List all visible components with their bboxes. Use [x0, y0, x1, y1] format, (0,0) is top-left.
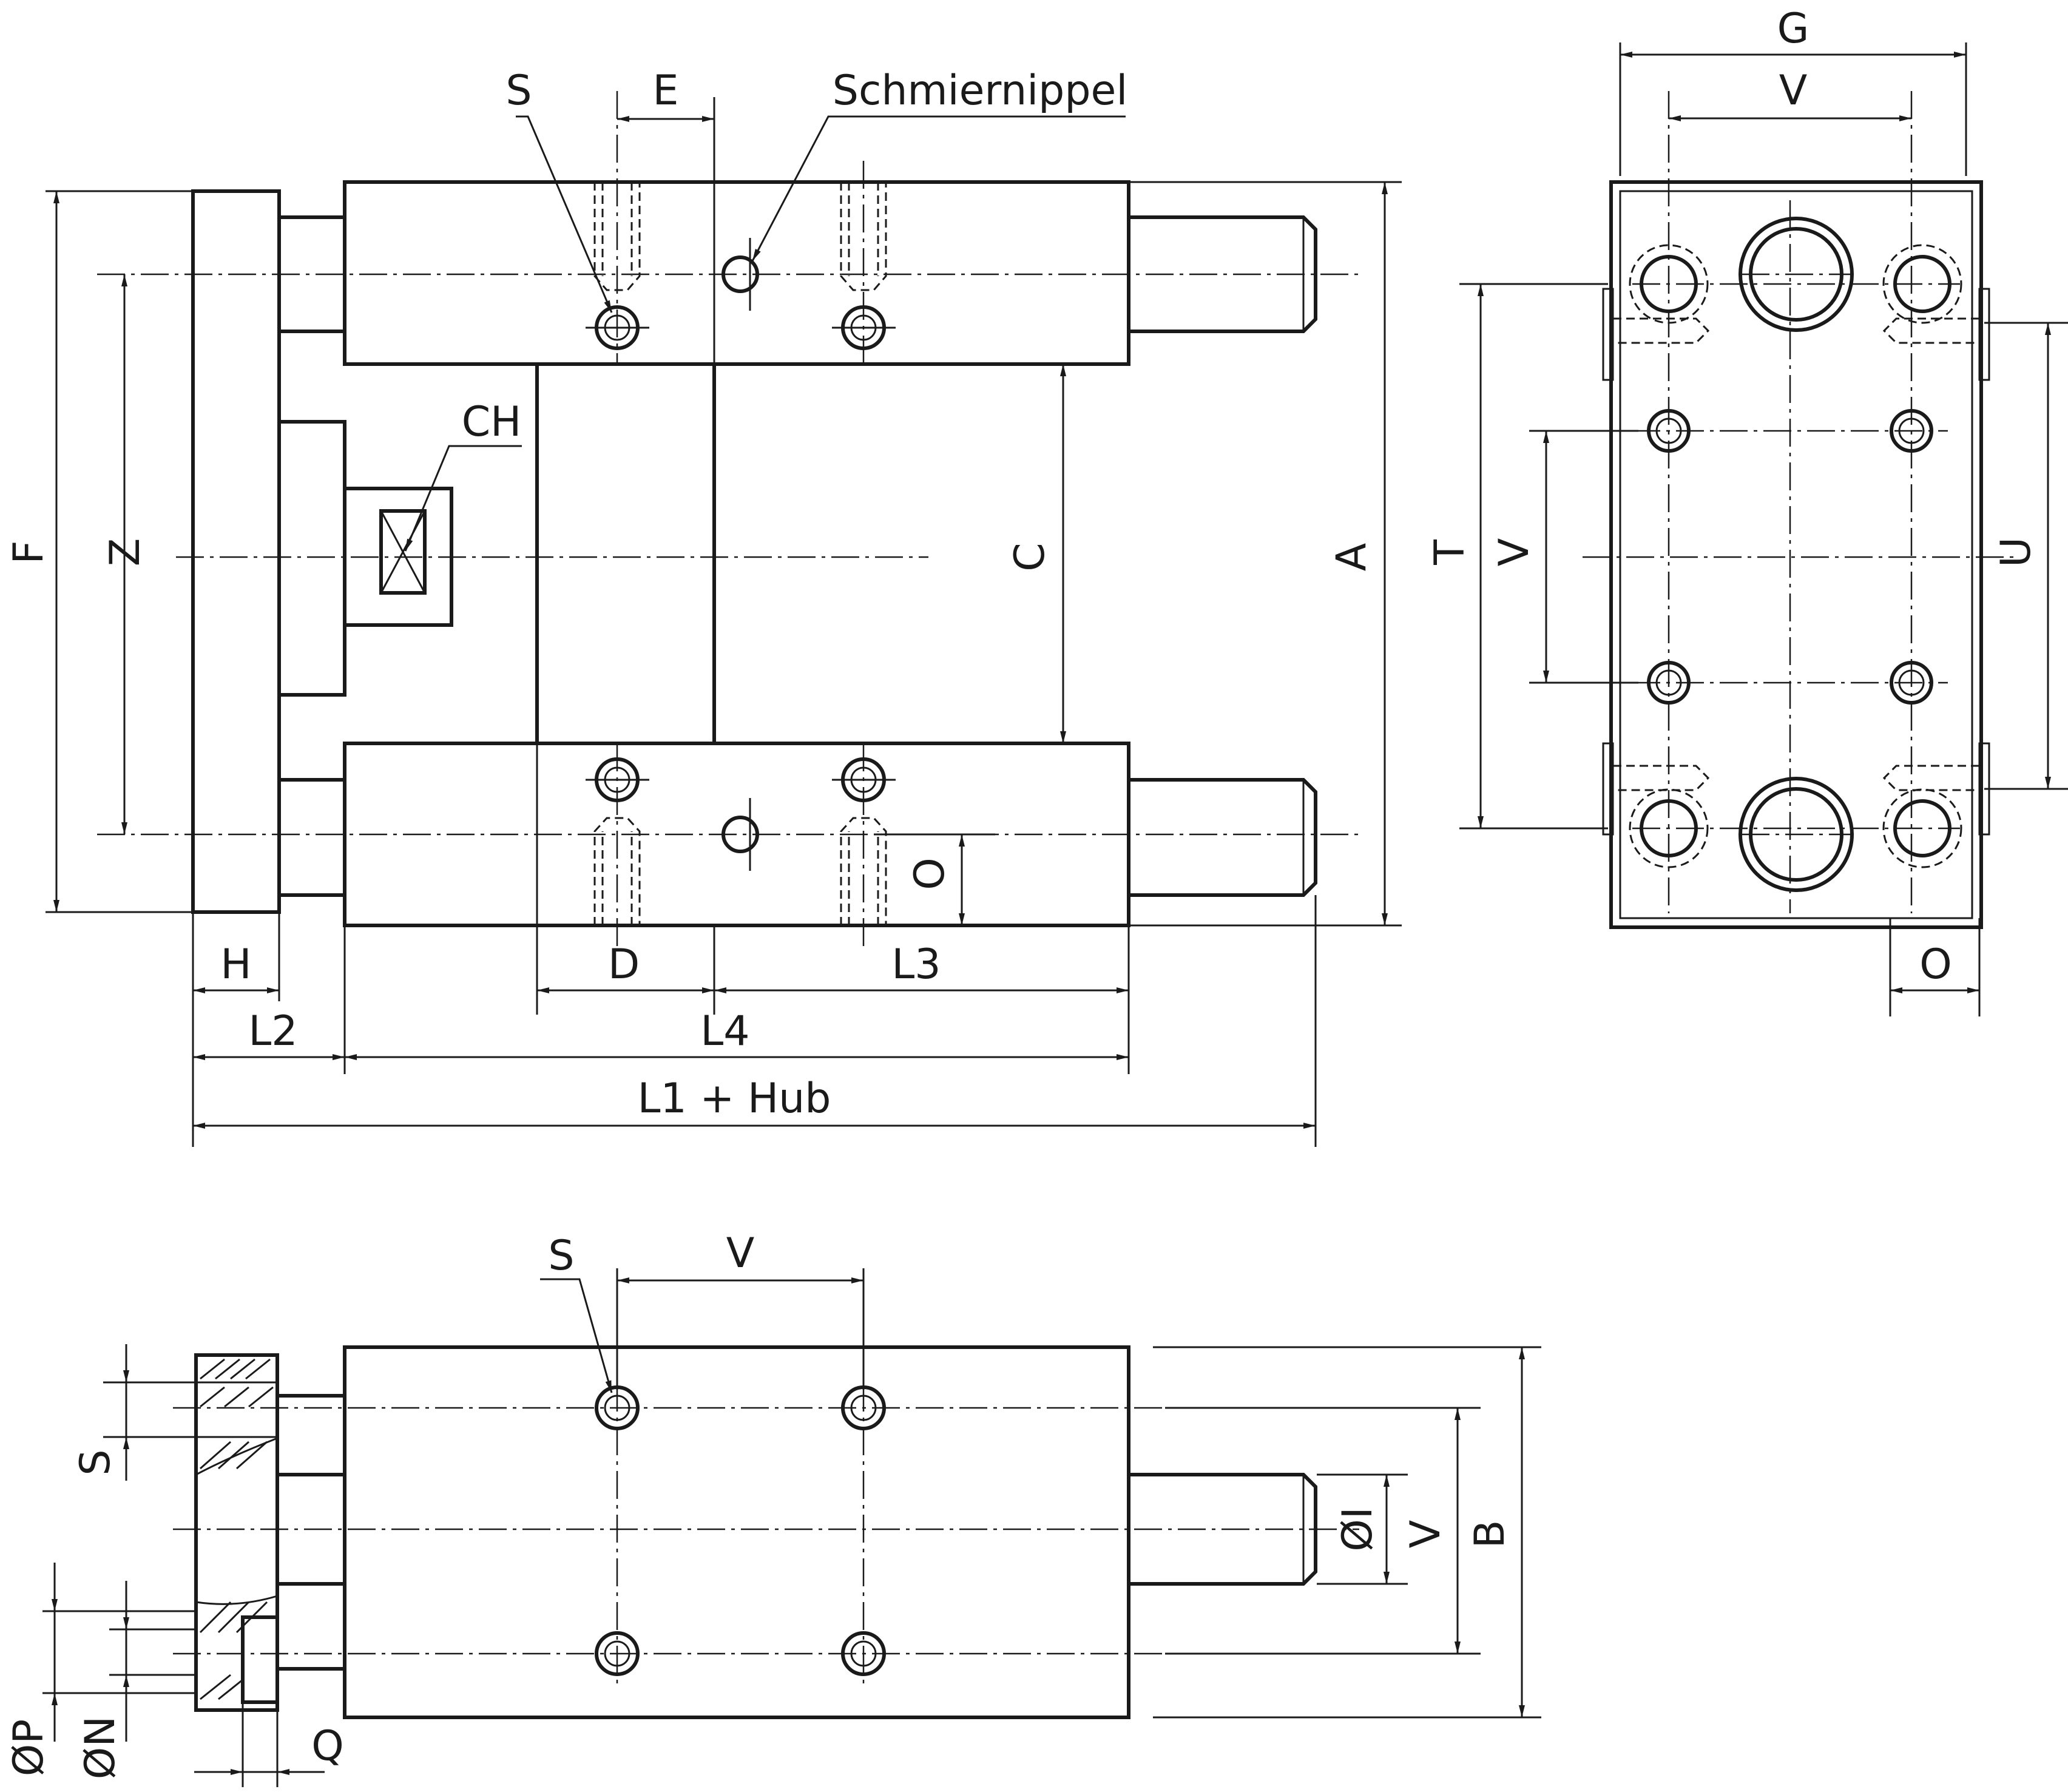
label-N: ØN [76, 1716, 124, 1779]
label-L3: L3 [891, 941, 941, 989]
label-V-side-top: V [1779, 67, 1808, 115]
label-S-front: S [505, 67, 532, 115]
label-U: U [1992, 537, 2040, 567]
label-Q: Q [311, 1722, 344, 1770]
label-V-top-view: V [726, 1229, 755, 1277]
top-view: V S S ØP ØN Q ØI [5, 1229, 1541, 1787]
label-S-top-view: S [548, 1232, 574, 1280]
label-C: C [1006, 543, 1054, 571]
label-T: T [1426, 539, 1474, 566]
label-schmiernippel: Schmiernippel [833, 67, 1127, 115]
side-view: G V T V U O [1426, 5, 2068, 1016]
label-S-flange: S [72, 1449, 120, 1475]
label-G: G [1777, 5, 1810, 53]
label-CH: CH [462, 398, 522, 446]
label-Z: Z [101, 538, 149, 567]
label-F: F [5, 540, 53, 564]
label-V-side-left: V [1490, 538, 1538, 567]
label-E: E [653, 67, 679, 115]
label-I: ØI [1334, 1507, 1382, 1552]
label-B: B [1466, 1520, 1514, 1549]
label-L4: L4 [700, 1007, 749, 1055]
label-P: ØP [5, 1719, 53, 1777]
label-L1-hub: L1 + Hub [638, 1075, 831, 1123]
label-A: A [1328, 543, 1376, 572]
label-D: D [608, 941, 640, 989]
label-L2: L2 [248, 1007, 297, 1055]
label-O-front: O [906, 857, 954, 890]
label-O-side: O [1919, 941, 1952, 989]
label-H: H [220, 941, 251, 989]
label-V-top-view-right: V [1402, 1520, 1450, 1549]
front-view: E S Schmiernippel CH F Z C A O [5, 67, 1402, 1147]
